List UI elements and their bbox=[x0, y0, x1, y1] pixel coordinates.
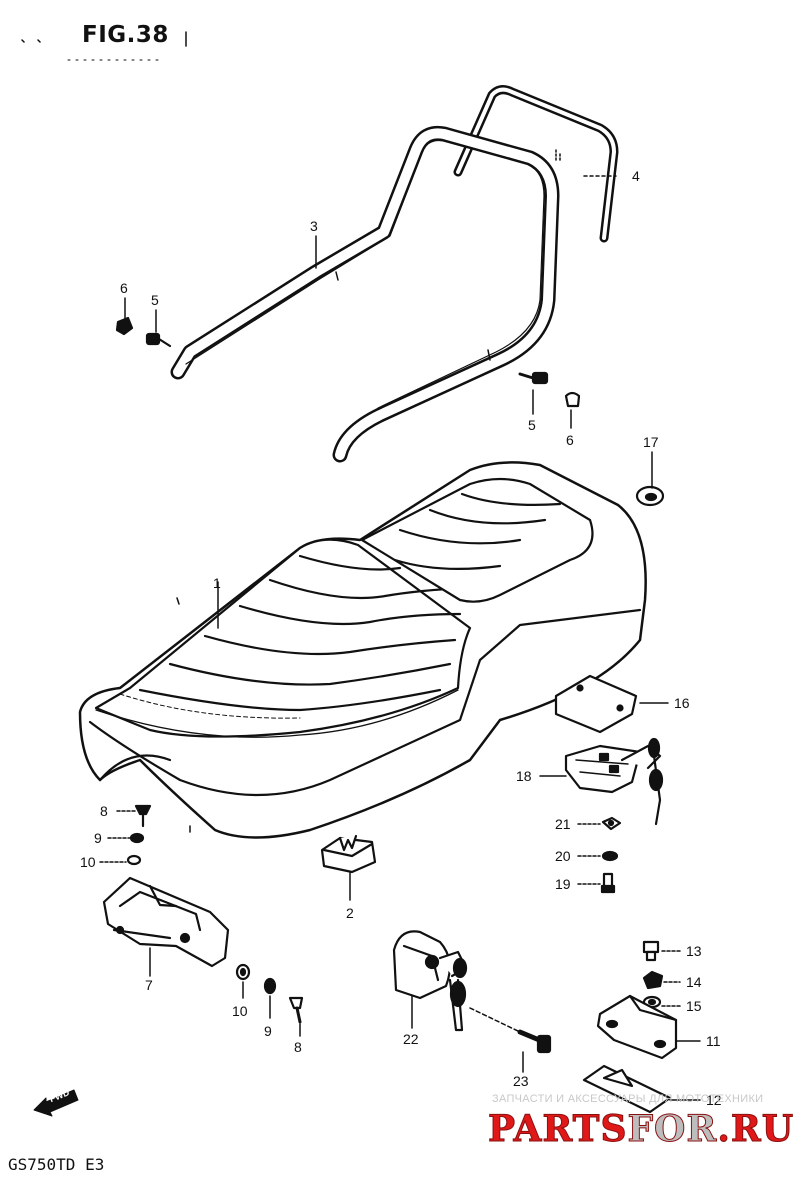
callout-22: 22 bbox=[403, 1031, 419, 1047]
part-1-seat bbox=[78, 461, 647, 839]
figure-title: FIG.38 bbox=[82, 22, 169, 48]
part-16-cover-plate bbox=[554, 674, 638, 734]
part-19-bolt bbox=[600, 872, 616, 894]
callout-21: 21 bbox=[555, 816, 571, 832]
scan-specks bbox=[21, 31, 561, 833]
callout-14: 14 bbox=[686, 974, 702, 990]
callout-13: 13 bbox=[686, 943, 702, 959]
callout-5: 5 bbox=[528, 417, 536, 433]
part-23-bolt bbox=[517, 1029, 552, 1054]
callout-10: 10 bbox=[80, 854, 96, 870]
callout-2: 2 bbox=[346, 905, 354, 921]
callout-16: 16 bbox=[674, 695, 690, 711]
callout-12: 12 bbox=[706, 1092, 722, 1108]
callout-11: 11 bbox=[706, 1033, 721, 1049]
part-5-bolt-right bbox=[518, 371, 549, 385]
part-7-hinge-bracket bbox=[102, 876, 230, 968]
callout-15: 15 bbox=[686, 998, 702, 1014]
callout-4: 4 bbox=[632, 168, 640, 184]
part-9-washer-left-upper bbox=[129, 832, 145, 844]
leader-lines bbox=[99, 175, 701, 1101]
callout-18: 18 bbox=[516, 768, 532, 784]
watermark-logo: PARTSFOR.RU bbox=[487, 1108, 795, 1151]
part-10-nut-left-upper bbox=[126, 854, 142, 866]
callout-labels: 3 4 6 5 5 6 17 1 16 18 8 9 10 21 20 19 2… bbox=[80, 168, 722, 1108]
part-17-grommet bbox=[635, 485, 665, 507]
part-9-washer-lower bbox=[263, 977, 277, 995]
part-3-grab-rail bbox=[170, 125, 560, 463]
watermark-tagline: ЗАПЧАСТИ И АКСЕССУАРЫ ДЛЯ МОТОТЕХНИКИ bbox=[492, 1093, 764, 1105]
part-12-plate bbox=[582, 1064, 672, 1114]
callout-6: 6 bbox=[120, 280, 128, 296]
part-11-bracket bbox=[596, 994, 678, 1060]
part-2-rubber-block bbox=[320, 834, 377, 874]
part-21-nut bbox=[601, 816, 622, 831]
part-18-seat-lock bbox=[564, 737, 664, 826]
part-20-washer bbox=[601, 850, 619, 862]
part-22-lock-assembly bbox=[392, 930, 468, 1032]
part-10-washer-lower bbox=[235, 963, 251, 981]
callout-19: 19 bbox=[555, 876, 571, 892]
watermark-logo-ru: .RU bbox=[717, 1108, 795, 1151]
callout-8: 8 bbox=[100, 803, 108, 819]
part-14-nut bbox=[642, 970, 664, 990]
part-6-cap-right bbox=[564, 391, 581, 408]
watermark-logo-for: FOR bbox=[627, 1108, 718, 1151]
part-6-cap-left bbox=[115, 316, 134, 336]
part-13-bolt bbox=[642, 940, 660, 962]
part-8-bolt-lower bbox=[288, 996, 304, 1024]
callout-9: 9 bbox=[94, 830, 102, 846]
callout-8: 8 bbox=[294, 1039, 302, 1055]
forward-arrow bbox=[33, 1089, 79, 1117]
callout-1: 1 bbox=[213, 575, 221, 591]
model-code: GS750TD E3 bbox=[8, 1155, 105, 1174]
callout-23: 23 bbox=[513, 1073, 529, 1089]
callout-6: 6 bbox=[566, 432, 574, 448]
callout-5: 5 bbox=[151, 292, 159, 308]
part-8-bolt-left-upper bbox=[134, 804, 152, 828]
callout-9: 9 bbox=[264, 1023, 272, 1039]
callout-10: 10 bbox=[232, 1003, 248, 1019]
callout-17: 17 bbox=[643, 434, 659, 450]
callout-3: 3 bbox=[310, 218, 318, 234]
part-5-bolt-left bbox=[145, 332, 172, 348]
callout-7: 7 bbox=[145, 977, 153, 993]
watermark-logo-parts: PARTS bbox=[487, 1108, 628, 1151]
part-4-grab-strap bbox=[453, 85, 619, 243]
callout-20: 20 bbox=[555, 848, 571, 864]
